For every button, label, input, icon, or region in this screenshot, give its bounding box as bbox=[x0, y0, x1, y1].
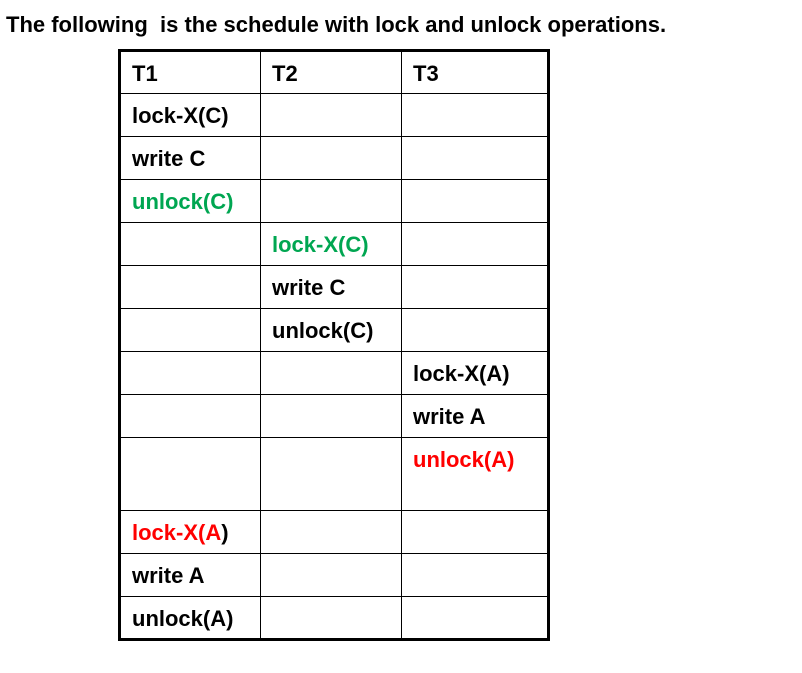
table-row: unlock(C) bbox=[119, 308, 549, 352]
cell-t1 bbox=[119, 394, 261, 438]
cell-t1: unlock(C) bbox=[119, 179, 261, 223]
cell-t3 bbox=[401, 308, 549, 352]
cell-t2 bbox=[260, 510, 402, 554]
cell-t1: unlock(A) bbox=[119, 596, 261, 640]
column-header-t3: T3 bbox=[401, 50, 549, 94]
table-row: lock-X(A) bbox=[119, 510, 549, 554]
cell-t1-black-part: ) bbox=[221, 520, 229, 545]
table-row: write C bbox=[119, 265, 549, 309]
cell-t3 bbox=[401, 93, 549, 137]
cell-t1 bbox=[119, 437, 261, 511]
table-row: write A bbox=[119, 394, 549, 438]
table-row: lock-X(C) bbox=[119, 222, 549, 266]
cell-t1 bbox=[119, 308, 261, 352]
table-header-row: T1 T2 T3 bbox=[119, 50, 549, 94]
cell-t2 bbox=[260, 437, 402, 511]
cell-t2 bbox=[260, 394, 402, 438]
table-row: write C bbox=[119, 136, 549, 180]
cell-t3: write A bbox=[401, 394, 549, 438]
column-header-t2: T2 bbox=[260, 50, 402, 94]
cell-t3: unlock(A) bbox=[401, 437, 549, 511]
table-row: unlock(A) bbox=[119, 437, 549, 511]
table-row: lock-X(C) bbox=[119, 93, 549, 137]
cell-t2: write C bbox=[260, 265, 402, 309]
cell-t2 bbox=[260, 179, 402, 223]
cell-t3 bbox=[401, 136, 549, 180]
table-row: unlock(C) bbox=[119, 179, 549, 223]
cell-t3 bbox=[401, 510, 549, 554]
schedule-table: T1 T2 T3 lock-X(C) write C unlock(C) loc… bbox=[118, 49, 550, 641]
cell-t3 bbox=[401, 596, 549, 640]
cell-t2 bbox=[260, 136, 402, 180]
table-row: lock-X(A) bbox=[119, 351, 549, 395]
cell-t1 bbox=[119, 222, 261, 266]
cell-t2: lock-X(C) bbox=[260, 222, 402, 266]
cell-t3 bbox=[401, 553, 549, 597]
cell-t1-red-part: lock-X(A bbox=[132, 520, 222, 545]
cell-t1: lock-X(A) bbox=[119, 510, 261, 554]
cell-t1: write A bbox=[119, 553, 261, 597]
cell-t2 bbox=[260, 351, 402, 395]
cell-t3 bbox=[401, 222, 549, 266]
cell-t1 bbox=[119, 351, 261, 395]
cell-t3: lock-X(A) bbox=[401, 351, 549, 395]
cell-t3 bbox=[401, 265, 549, 309]
page-title: The following is the schedule with lock … bbox=[6, 12, 667, 37]
cell-t1: write C bbox=[119, 136, 261, 180]
table-row: write A bbox=[119, 553, 549, 597]
cell-t1: lock-X(C) bbox=[119, 93, 261, 137]
cell-t3 bbox=[401, 179, 549, 223]
cell-t2 bbox=[260, 596, 402, 640]
cell-t2: unlock(C) bbox=[260, 308, 402, 352]
cell-t2 bbox=[260, 93, 402, 137]
cell-t2 bbox=[260, 553, 402, 597]
cell-t1 bbox=[119, 265, 261, 309]
column-header-t1: T1 bbox=[119, 50, 261, 94]
table-row: unlock(A) bbox=[119, 596, 549, 640]
